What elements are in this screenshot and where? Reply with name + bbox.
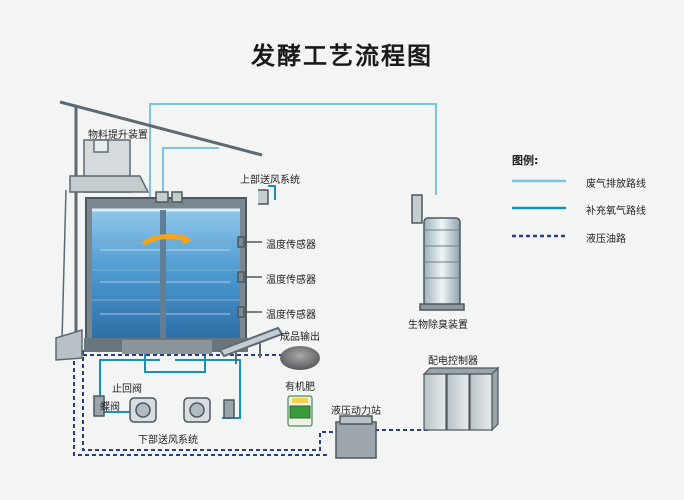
label-lower-air: 下部送风系统 <box>138 435 198 446</box>
oxygen-route <box>99 185 276 419</box>
exhaust-route <box>149 103 437 200</box>
label-lift-device: 物料提升装置 <box>88 130 148 141</box>
label-product-output: 成品输出 <box>280 332 320 343</box>
label-sensor-1: 温度传感器 <box>266 240 316 251</box>
lower-blowers <box>93 395 235 423</box>
label-check-valve: 止回阀 <box>112 384 142 395</box>
control-cabinets <box>422 366 500 432</box>
temperature-sensors <box>237 236 262 318</box>
output-conveyor <box>218 326 284 364</box>
fertilizer-bag <box>287 395 313 427</box>
fermentation-tank <box>84 197 248 354</box>
label-fertilizer: 有机肥 <box>285 382 315 393</box>
legend-lines <box>512 179 566 238</box>
fertilizer-pile <box>280 346 320 370</box>
roof-structure <box>59 100 263 340</box>
page-title: 发酵工艺流程图 <box>251 42 433 70</box>
lift-device <box>55 139 150 361</box>
label-deodor-tower: 生物除臭装置 <box>408 320 468 331</box>
label-hydraulic-station: 液压动力站 <box>331 406 381 417</box>
hydraulic-route <box>73 340 430 456</box>
label-sensor-3: 温度传感器 <box>266 310 316 321</box>
legend-item-exhaust: 废气排放路线 <box>586 179 646 190</box>
top-inlets <box>155 189 269 205</box>
deodor-tower <box>411 194 465 311</box>
legend-item-hydraulic: 液压油路 <box>586 234 626 245</box>
label-control-cabinet: 配电控制器 <box>428 356 478 367</box>
legend-title: 图例: <box>512 154 539 167</box>
label-butterfly-valve: 蝶阀 <box>100 402 120 413</box>
hydraulic-station <box>335 415 377 459</box>
legend-item-oxygen: 补充氧气路线 <box>586 206 646 217</box>
label-upper-air: 上部送风系统 <box>240 175 300 186</box>
label-sensor-2: 温度传感器 <box>266 275 316 286</box>
